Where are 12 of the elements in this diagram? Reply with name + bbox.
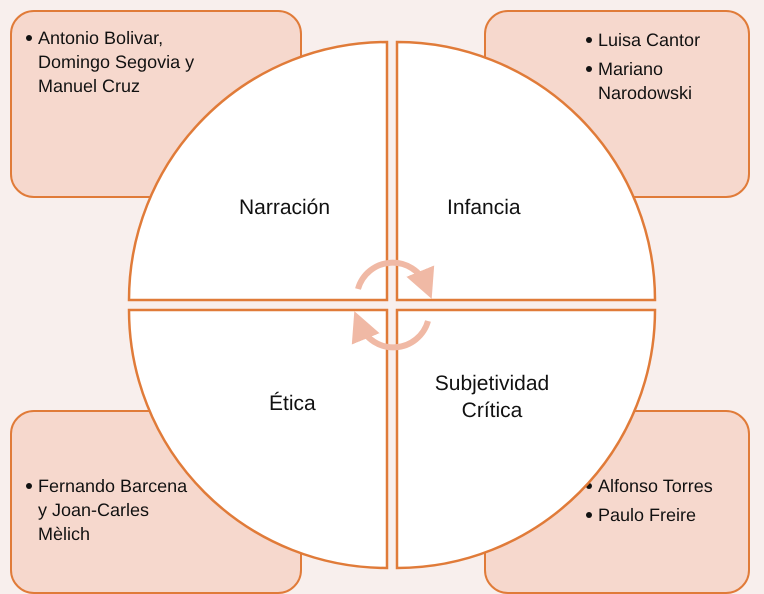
- curved-arrow: [355, 260, 433, 298]
- author-name: Luisa Cantor: [598, 29, 700, 52]
- author-name: Antonio Bolivar, Domingo Segovia y Manuel Cruz: [38, 27, 196, 98]
- author-name: Mariano Narodowski: [598, 58, 694, 105]
- author-name: Alfonso Torres: [598, 475, 713, 498]
- author-name: Paulo Freire: [598, 504, 696, 527]
- topic-label: Narración: [239, 195, 330, 221]
- topic-label: Subjetividad Crítica: [434, 371, 550, 424]
- curved-arrow: [353, 312, 431, 350]
- topic-label: Infancia: [447, 195, 521, 221]
- author-name: Fernando Barcena y Joan-Carles Mèlich: [38, 475, 188, 546]
- topic-label: Ética: [269, 390, 316, 417]
